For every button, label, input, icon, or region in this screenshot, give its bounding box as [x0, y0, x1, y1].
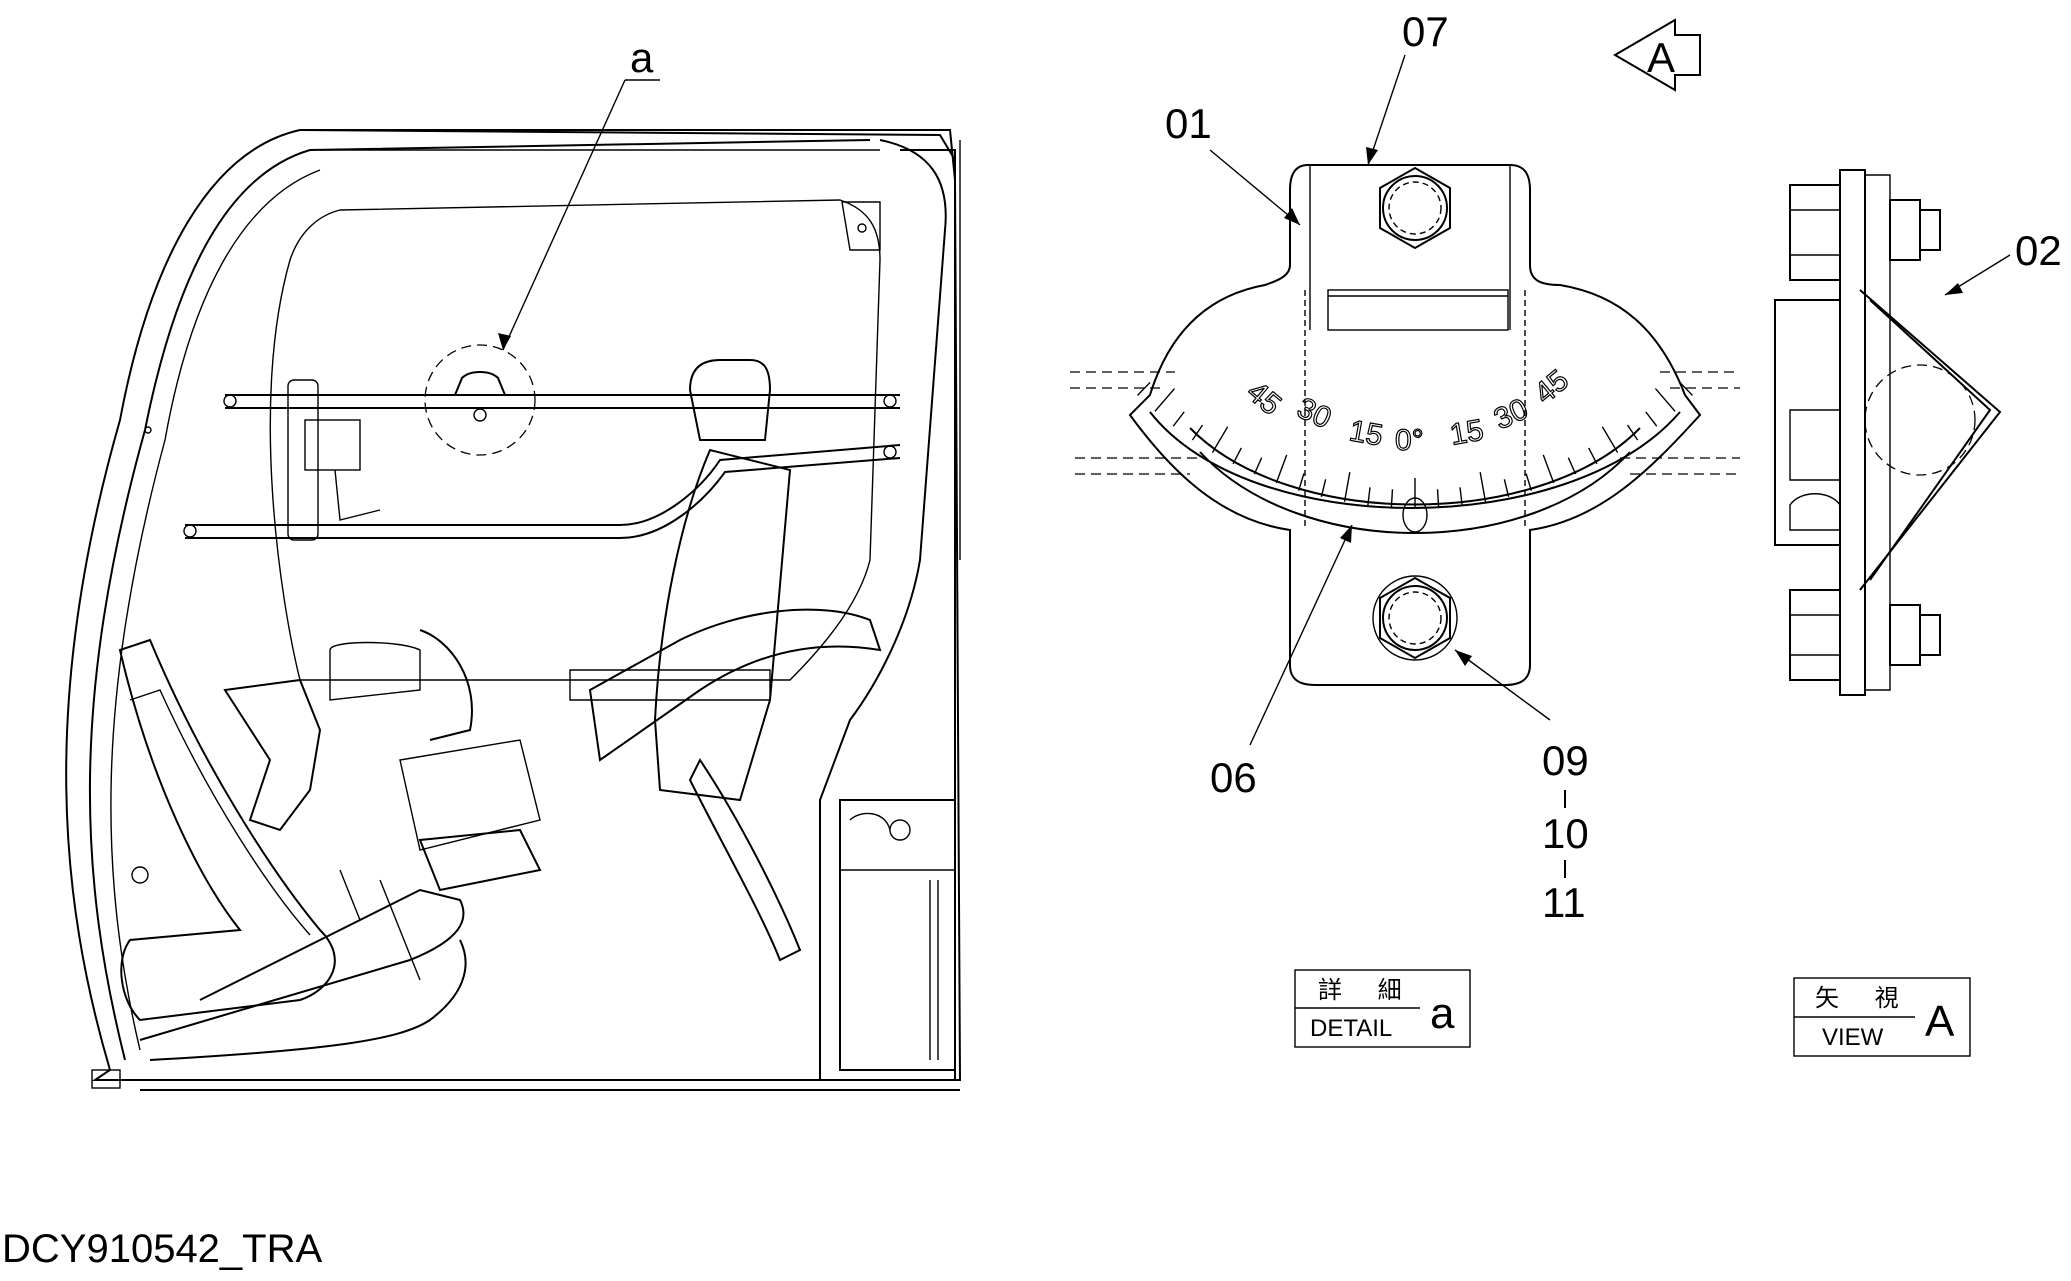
scale-tick [1320, 479, 1327, 498]
angle-indicator-view-a [1774, 169, 2002, 696]
scale-tick [1297, 473, 1305, 491]
scale-tick [1343, 472, 1351, 502]
callout-10: 10 [1542, 810, 1589, 857]
callout-06: 06 [1210, 754, 1257, 801]
view-ref: A [1925, 997, 1955, 1046]
scale-tick [1542, 454, 1555, 484]
callout-11: 11 [1542, 879, 1586, 926]
leader-a [502, 79, 626, 351]
callout-02: 02 [2015, 227, 2062, 274]
scale-tick [1525, 473, 1533, 491]
callout-a: a [630, 34, 654, 81]
scale-tick [1191, 424, 1204, 441]
scale-label-45-right: 45 [1528, 364, 1575, 411]
scale-tick [1232, 447, 1242, 465]
scale-tick [1367, 487, 1371, 506]
scale-tick [1601, 426, 1619, 453]
detail-title-box: 詳 細 DETAIL a [1294, 969, 1471, 1048]
scale-label-15-right: 15 [1447, 414, 1486, 452]
scale-label-45-left: 45 [1241, 375, 1288, 422]
scale-tick [1479, 472, 1487, 502]
scale-tick [1459, 487, 1463, 506]
view-label-jp: 矢 視 [1815, 984, 1913, 1012]
angle-indicator-detail: 45 30 15 0° 15 30 45 [1070, 164, 1740, 686]
scale-label-30-right: 30 [1489, 392, 1533, 436]
scale-tick [1436, 489, 1440, 508]
scale-tick [1503, 479, 1510, 498]
scale-tick [1390, 489, 1394, 508]
callout-01: 01 [1165, 100, 1212, 147]
scale-tick [1588, 447, 1598, 465]
scale-tick [1253, 457, 1263, 475]
scale-tick [1137, 381, 1151, 396]
svg-text:A: A [1647, 34, 1675, 81]
scale-label-30-left: 30 [1292, 391, 1336, 435]
view-label-en: VIEW [1822, 1024, 1884, 1051]
document-id: DCY910542_TRA [2, 1227, 322, 1271]
scale-tick [1654, 388, 1676, 412]
callout-09: 09 [1542, 737, 1589, 784]
scale-label-0: 0° [1395, 424, 1424, 457]
scale-tick [1154, 388, 1176, 412]
scale-tick [1626, 424, 1639, 441]
scale-tick [1275, 454, 1288, 484]
scale-tick [1645, 411, 1658, 427]
view-arrow-a: A [1613, 18, 1701, 92]
scale-tick [1679, 381, 1693, 396]
scale-tick [1172, 411, 1185, 427]
callout-07: 07 [1402, 8, 1449, 55]
detail-label-jp: 詳 細 [1318, 976, 1416, 1004]
cab-side-view [65, 129, 962, 1091]
view-title-box: 矢 視 VIEW A [1793, 977, 1971, 1057]
scale-tick [1211, 426, 1229, 453]
scale-label-15-left: 15 [1347, 414, 1386, 452]
scale-tick [1567, 457, 1577, 475]
detail-label-en: DETAIL [1310, 1015, 1392, 1042]
detail-ref: a [1430, 989, 1455, 1038]
